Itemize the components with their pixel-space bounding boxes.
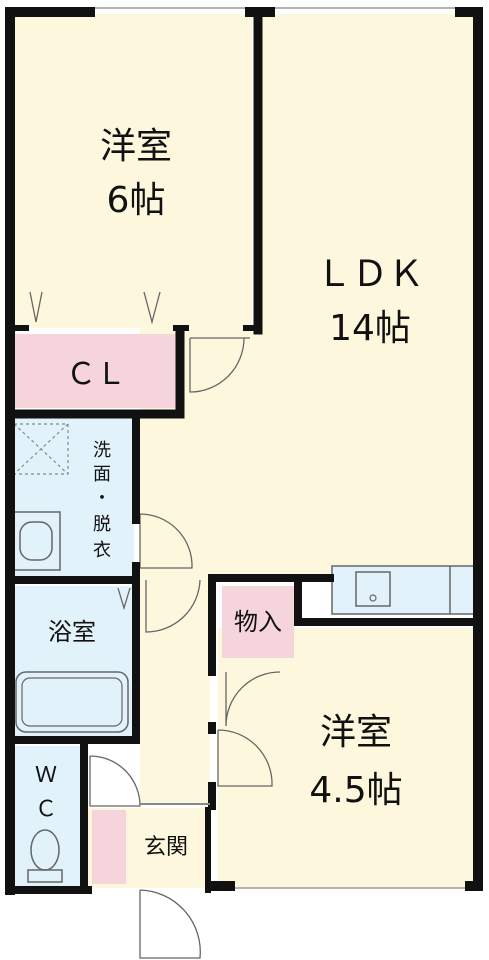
ldk-size: 14帖 (329, 308, 411, 349)
western-room-2-size: 4.5帖 (309, 770, 402, 811)
bathtub (15, 671, 129, 733)
walls (5, 7, 483, 895)
western-room-2-floor (218, 628, 476, 888)
toilet-bowl (30, 829, 60, 871)
toilet-char-1: Ｗ (35, 763, 57, 788)
ldk-name: ＬＤＫ (316, 254, 424, 295)
closet-name: ＣＬ (66, 357, 126, 392)
kitchen-counter (331, 565, 477, 615)
toilet-floor (12, 746, 82, 886)
washroom-char-3: 脱 (93, 514, 111, 535)
western-room-1-floor (12, 14, 252, 328)
storage-floor (222, 586, 294, 658)
door-swings (29, 291, 281, 959)
storage-name: 物入 (234, 608, 282, 636)
entrance-name: 玄関 (144, 835, 188, 860)
washroom-char-4: 衣 (93, 540, 111, 561)
washroom-sep: ・ (93, 488, 111, 509)
washroom-char-1: 洗 (93, 440, 111, 461)
western-room-2-name: 洋室 (320, 712, 392, 753)
corridor-floor (140, 578, 210, 804)
genkan-step (92, 810, 126, 884)
windows (90, 7, 470, 889)
western-room-1-size: 6帖 (107, 180, 166, 221)
washroom-char-2: 面 (93, 464, 111, 485)
hall-floor (140, 328, 476, 578)
bath-name: 浴室 (48, 618, 96, 646)
wash-basin (13, 511, 61, 571)
closet-floor (12, 334, 177, 408)
kitchen-sink (355, 571, 391, 607)
western-room-1-name: 洋室 (100, 126, 172, 167)
toilet-char-2: Ｃ (35, 797, 57, 822)
